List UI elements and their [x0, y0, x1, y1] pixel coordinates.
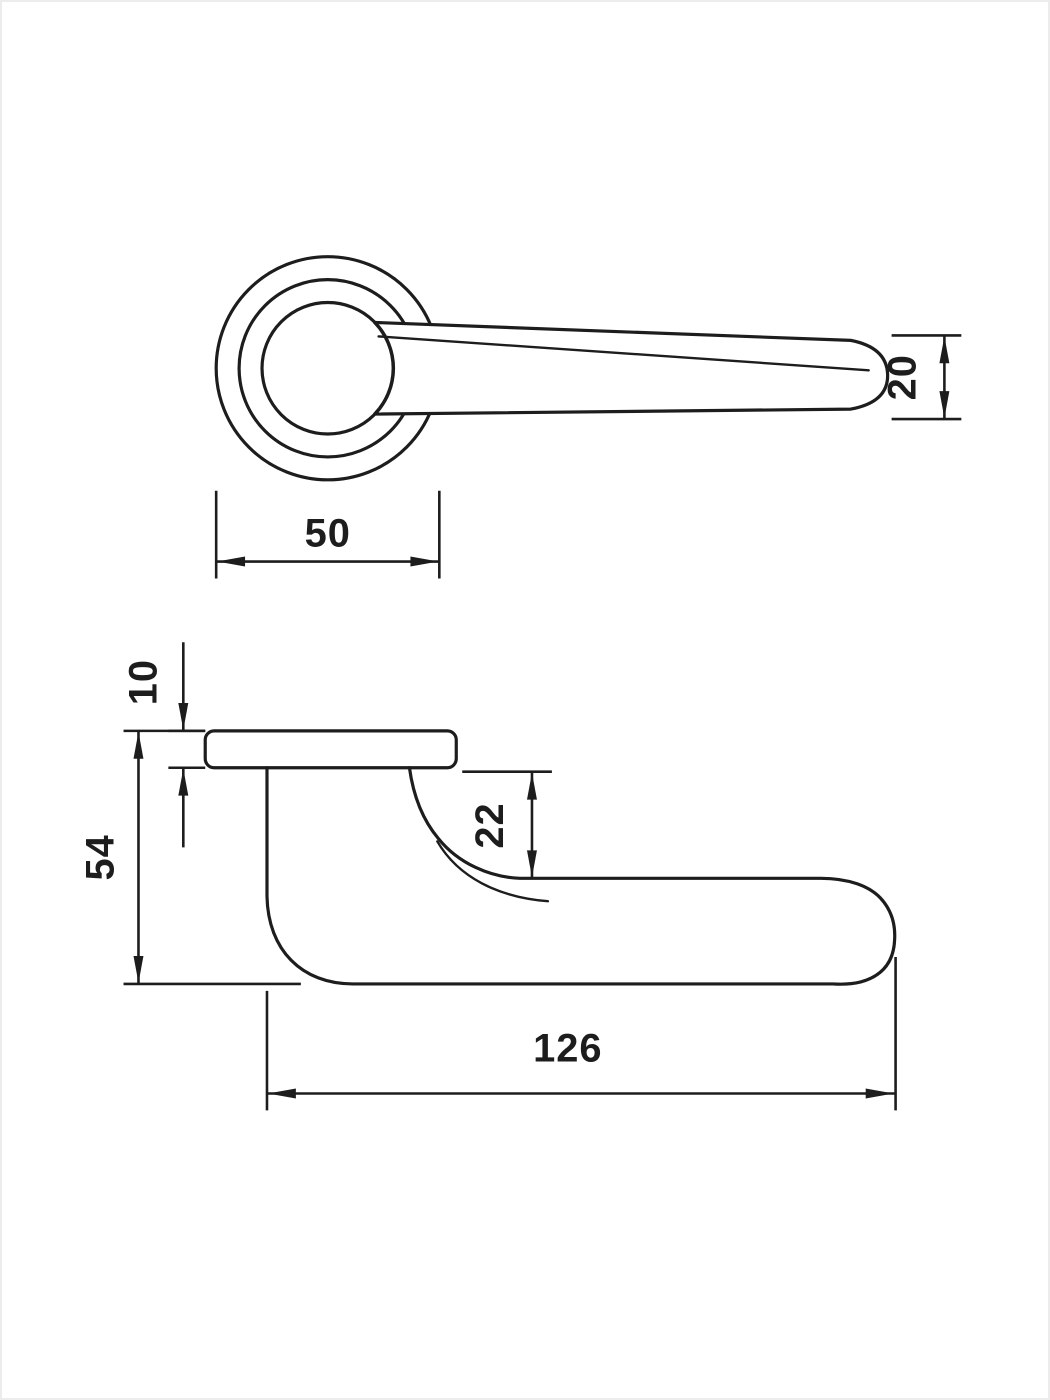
dimension-rosette-thickness: 10	[121, 642, 206, 848]
dimension-rosette-diameter: 50	[214, 490, 441, 579]
dim-label-rosette-diameter: 50	[305, 512, 351, 556]
rosette-middle-circle	[237, 278, 419, 459]
rosette-side-profile	[203, 729, 458, 770]
dim-label-overall-length: 126	[533, 1027, 602, 1071]
dimension-lever-end-width: 20	[881, 334, 962, 421]
arrow-down-icon	[939, 391, 950, 419]
dim-label-rosette-thickness: 10	[121, 659, 165, 705]
dimension-overall-length: 126	[265, 957, 897, 1111]
arrow-up-icon	[133, 731, 144, 759]
arrow-down-icon	[133, 956, 144, 983]
arrow-up-icon	[178, 768, 189, 796]
dim-label-grip-offset: 22	[468, 802, 512, 848]
lever-taper-edge-line	[377, 335, 870, 372]
side-view: 10 54 22	[79, 642, 897, 1111]
arrow-down-icon	[526, 850, 537, 878]
handle-side-profile	[265, 766, 897, 986]
dim-label-lever-end-width: 20	[881, 354, 925, 400]
lever-top-view	[372, 320, 890, 416]
arrow-up-icon	[526, 772, 537, 800]
arrow-right-icon	[410, 556, 439, 567]
dimension-grip-offset: 22	[462, 770, 552, 879]
top-view: 50 20	[214, 255, 962, 579]
neck-blend-line	[436, 840, 550, 903]
lever-collar-circle	[260, 300, 396, 436]
dim-label-overall-projection: 54	[79, 834, 123, 880]
arrow-left-icon	[267, 1088, 296, 1099]
arrow-up-icon	[939, 336, 950, 364]
arrow-right-icon	[865, 1088, 894, 1099]
arrow-down-icon	[178, 702, 189, 730]
arrow-left-icon	[217, 556, 246, 567]
dimension-overall-projection: 54	[79, 729, 301, 986]
